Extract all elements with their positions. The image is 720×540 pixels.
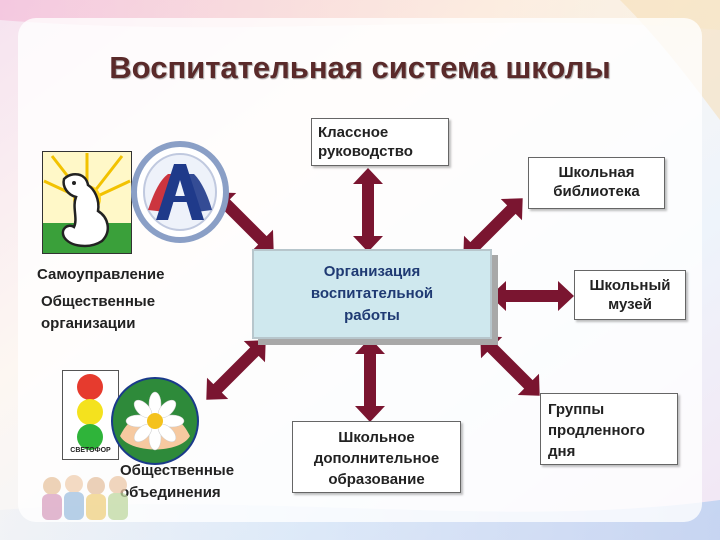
class-guidance-line-1: Классное <box>318 124 389 141</box>
extended-day-line-2: продленного <box>548 422 645 439</box>
arrow-class-guidance <box>353 168 383 252</box>
additional-education-line-1: Школьное <box>338 429 415 446</box>
additional-education-line-2: дополнительное <box>313 450 440 467</box>
organization-emblem <box>131 141 229 243</box>
node-library: Школьная библиотека <box>528 157 665 209</box>
public-organizations-line-1: Общественные <box>41 293 156 310</box>
extended-day-line-3: дня <box>548 443 576 460</box>
chamomile-hands-emblem <box>111 377 199 465</box>
traffic-light-caption: СВЕТОФОР <box>70 447 111 454</box>
label-self-government: Самоуправление <box>37 266 165 283</box>
public-associations-line-2: объединения <box>120 484 221 501</box>
arrow-public-associations <box>195 329 277 411</box>
arrow-additional-education <box>355 338 385 422</box>
class-guidance-line-2: руководство <box>318 143 413 160</box>
slide-title: Воспитательная система школы <box>109 50 611 85</box>
public-associations-line-1: Общественные <box>120 462 235 479</box>
center-line-1: Организация <box>323 263 421 280</box>
extended-day-line-1: Группы <box>548 401 605 418</box>
self-government-emblem <box>42 151 132 254</box>
node-additional-education: Школьное дополнительное образование <box>292 421 461 493</box>
node-class-guidance: Классное руководство <box>311 118 449 166</box>
library-line-1: Школьная <box>558 164 635 181</box>
library-line-2: библиотека <box>553 183 640 200</box>
node-extended-day: Группы продленного дня <box>540 393 678 465</box>
center-line-2: воспитательной <box>310 285 434 302</box>
additional-education-line-3: образование <box>328 471 425 488</box>
center-line-3: работы <box>344 307 400 324</box>
arrow-museum <box>490 281 574 311</box>
museum-line-2: музей <box>608 296 652 313</box>
center-node-organization: Организация воспитательной работы <box>252 249 492 339</box>
museum-line-1: Школьный <box>589 277 671 294</box>
label-public-organizations: Общественные организации <box>41 291 155 335</box>
node-museum: Школьный музей <box>574 270 686 320</box>
label-public-associations: Общественные объединения <box>120 460 234 504</box>
public-organizations-line-2: организации <box>41 315 136 332</box>
children-photo <box>42 475 128 520</box>
